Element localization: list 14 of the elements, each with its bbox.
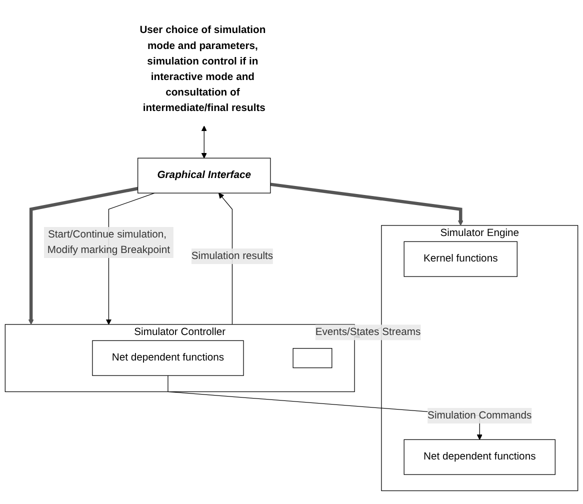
node-box (292, 348, 332, 368)
arrow (28, 186, 138, 325)
node-box: Kernel functions (404, 241, 518, 277)
edge-label: Start/Continue simulation, Modify marking Breakpoint (47, 228, 170, 256)
node-box: Graphical Interface (138, 158, 271, 194)
edge-label: Simulation Commands (428, 410, 532, 421)
node-box: Net dependent functions (92, 340, 244, 376)
edge-label: Simulation results (191, 250, 274, 262)
arrow (270, 182, 464, 226)
node-text: User choice of simulation mode and parameters, simulation control if in interactive mode and consultation of intermediate/final results (140, 24, 266, 114)
edge-label: Events/States Streams (315, 326, 421, 338)
arrow (218, 192, 233, 325)
arrow (201, 126, 207, 158)
node-box: Net dependent functions (404, 439, 556, 475)
